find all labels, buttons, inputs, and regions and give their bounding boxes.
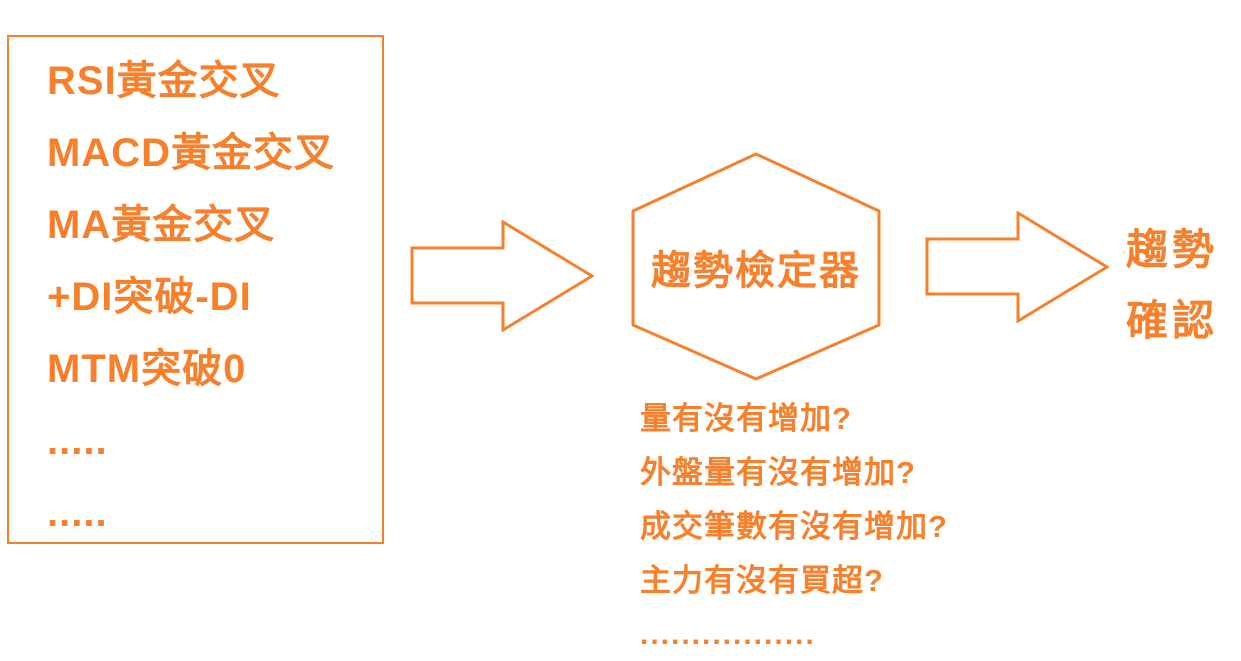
signal-item-ellipsis-1: .....	[47, 419, 108, 463]
signal-item-mtm: MTM突破0	[47, 347, 247, 391]
signal-item-rsi: RSI黃金交叉	[47, 59, 281, 103]
question-trade-count: 成交筆數有沒有增加?	[640, 509, 948, 544]
trend-detector-hexagon: 趨勢檢定器	[631, 152, 881, 381]
signal-item-ma: MA黃金交叉	[47, 203, 276, 247]
signal-list-box: RSI黃金交叉 MACD黃金交叉 MA黃金交叉 +DI突破-DI MTM突破0 …	[7, 35, 384, 544]
detector-label: 趨勢檢定器	[651, 248, 861, 293]
result-line-2: 確認	[1126, 297, 1219, 344]
arrow-right-icon	[925, 210, 1110, 328]
question-outer-volume: 外盤量有沒有增加?	[640, 455, 916, 490]
hexagon-icon	[631, 152, 881, 381]
signal-item-di: +DI突破-DI	[47, 275, 252, 319]
question-volume: 量有沒有增加?	[640, 401, 852, 436]
result-label: 趨勢 確認	[1126, 220, 1218, 362]
result-line-1: 趨勢	[1126, 226, 1219, 273]
detector-question-list: 量有沒有增加? 外盤量有沒有增加? 成交筆數有沒有增加? 主力有沒有買超? ..…	[640, 392, 948, 661]
question-ellipsis: .................	[640, 618, 816, 651]
question-main-force: 主力有沒有買超?	[640, 563, 884, 598]
signal-item-ellipsis-2: .....	[47, 491, 108, 535]
arrow-right-icon	[410, 219, 595, 337]
signal-item-macd: MACD黃金交叉	[47, 131, 335, 175]
